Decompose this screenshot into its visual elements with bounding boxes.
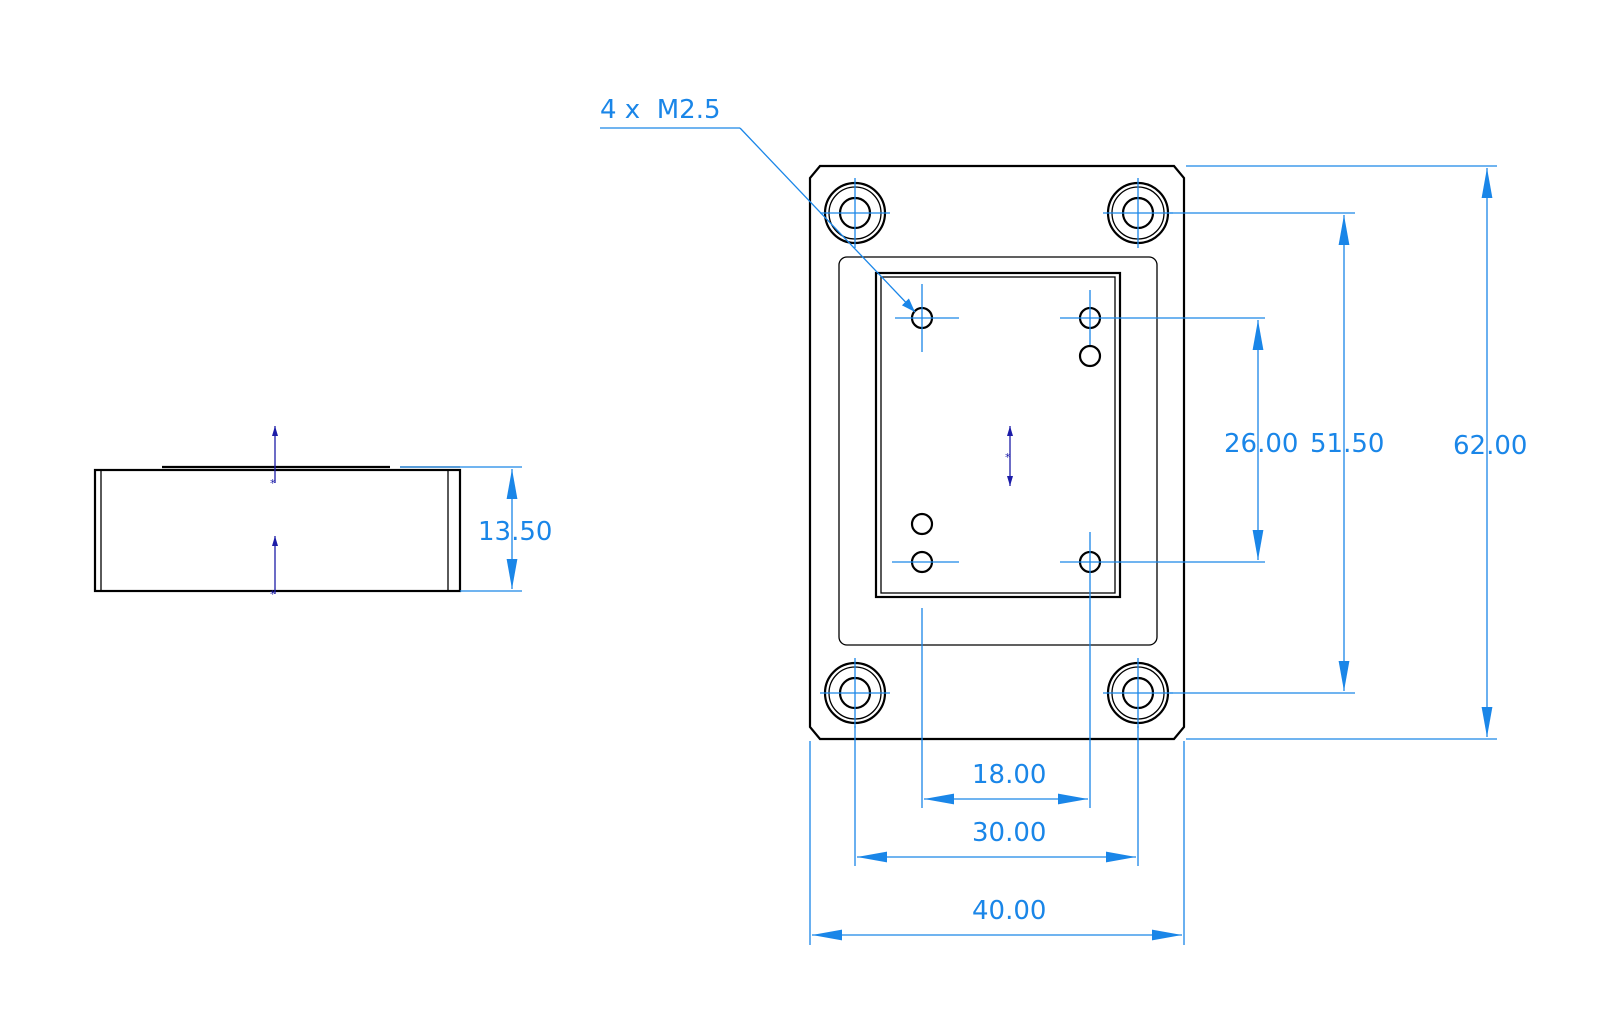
m25-hole-top-right: [1060, 290, 1265, 346]
lid-recess-outline: [838, 256, 1158, 646]
dimension-inner-vertical: 26.00: [1224, 320, 1298, 560]
housing-outline: [808, 164, 1186, 741]
aux-hole-top-right: [1078, 344, 1102, 368]
dimension-overall-horizontal-label: 40.00: [972, 896, 1046, 926]
dimension-outer-vertical-label: 51.50: [1310, 429, 1384, 459]
dimension-outer-horizontal-label: 30.00: [972, 818, 1046, 848]
board-inner-outline: [880, 276, 1116, 594]
aux-hole-bottom-left: [910, 512, 934, 536]
side-view: * * 13.50: [93, 426, 552, 601]
dimension-outer-vertical: 51.50: [1170, 212, 1384, 694]
mounting-hole-top-right: [1103, 178, 1173, 248]
height-dimension-label: 13.50: [478, 517, 552, 547]
hole-callout: 4 x M2.5: [600, 95, 916, 313]
side-view-datum-marker-bottom: *: [270, 536, 278, 601]
height-dimension: 13.50: [400, 466, 552, 592]
side-view-datum-marker-top: *: [270, 426, 278, 490]
m25-hole-bottom-left: [892, 550, 959, 808]
side-view-body-outline: [93, 468, 462, 593]
mounting-hole-bottom-left: [820, 658, 890, 728]
svg-text:*: *: [1005, 451, 1011, 464]
m25-hole-top-left: [895, 284, 959, 352]
dimension-outer-horizontal: 30.00: [854, 726, 1139, 866]
mounting-hole-bottom-right: [1103, 658, 1173, 728]
dimension-inner-horizontal: 18.00: [924, 760, 1088, 805]
svg-text:*: *: [270, 588, 276, 601]
dimension-overall-vertical: 62.00: [1186, 165, 1527, 740]
mounting-hole-top-left: [820, 178, 890, 248]
hole-callout-label: 4 x M2.5: [600, 95, 721, 125]
board-outline: [874, 271, 1122, 599]
top-view: * 4 x M2.5 26.00 51.50 62.00 18.00: [600, 95, 1527, 945]
top-view-datum-marker: *: [1005, 426, 1013, 486]
m25-hole-bottom-right: [1060, 532, 1265, 808]
dimension-inner-vertical-label: 26.00: [1224, 429, 1298, 459]
dimension-overall-vertical-label: 62.00: [1453, 431, 1527, 461]
dimension-inner-horizontal-label: 18.00: [972, 760, 1046, 790]
dimension-overall-horizontal: 40.00: [809, 741, 1185, 945]
svg-text:*: *: [270, 477, 276, 490]
